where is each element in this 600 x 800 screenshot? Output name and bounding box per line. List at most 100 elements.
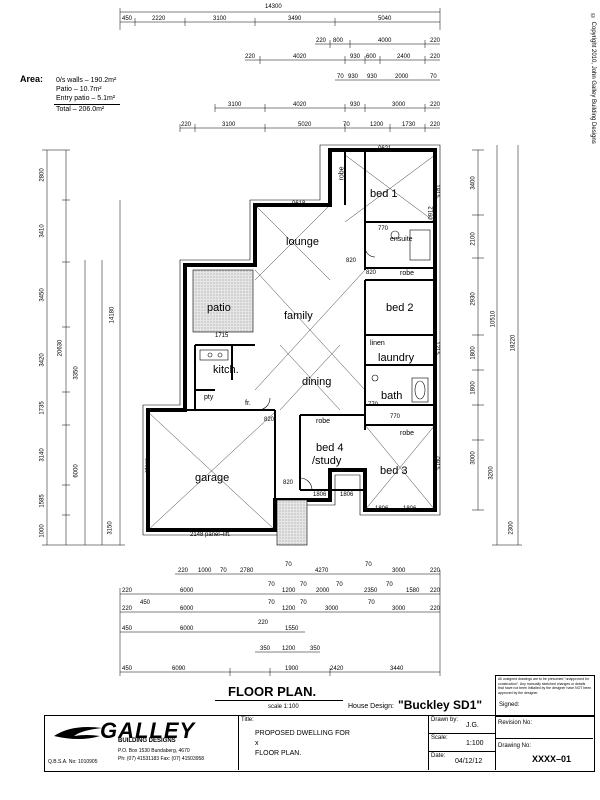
room-store: store [144,457,152,474]
dim-left: 6000 [73,464,80,478]
dim-top: 220 [430,122,441,128]
title-block-divider [238,715,239,770]
revision-label: Revision No: [498,720,533,726]
dim-right: 1800 [470,346,477,360]
dim-right: 10510 [490,310,497,328]
drawing-no-label: Drawing No: [498,743,532,749]
dim-left: 3350 [73,366,80,380]
dim-bottom: 2420 [330,666,344,672]
dim-bottom: 3440 [390,666,404,672]
company-address: P.O. Box 1530 Bundaberg, 4670 [118,748,190,754]
drawing-no-value: XXXX–01 [532,754,572,764]
room-fridge: fr. [245,400,251,407]
room-bed3: bed 3 [380,465,408,477]
dim-bottom: 1200 [282,646,296,652]
dim-bottom: 6000 [180,588,194,594]
dim-top: 1200 [370,122,384,128]
area-divider [54,104,120,105]
dim-bottom: 70 [368,600,375,606]
dim-bottom: 2780 [240,568,254,574]
dim-bottom: 1200 [282,606,296,612]
dim-bottom: 220 [122,588,133,594]
dim-bottom: 6090 [172,666,186,672]
dim-right: 2930 [470,292,477,306]
room-garage: garage [195,472,230,484]
dim-right: 3000 [470,451,477,465]
dim-bottom: 220 [258,620,269,626]
dim-inner: 770 [378,226,389,232]
dim-inner: 1215 [433,341,440,355]
area-line-entry: Entry patio – 5.1m² [56,95,116,102]
room-robe-bed4: robe [316,418,331,425]
dim-inner: 1806 [403,506,417,512]
dim-bottom: 220 [178,568,189,574]
patio-hatch [192,269,254,333]
dim-top: 4020 [293,102,307,108]
dim-bottom: 450 [122,666,133,672]
dim-bottom: 70 [268,582,275,588]
dim-inner: 770 [390,414,401,420]
plan-scale: scale 1:100 [268,704,299,710]
area-title: Area: [20,74,44,84]
dim-bottom: 70 [268,600,275,606]
dim-inner: 0912 [428,206,435,220]
date-label: Date: [431,753,446,759]
copyright-note: © Copyright 2010, John Galley Building D… [590,14,596,144]
dim-bottom: 1200 [282,588,296,594]
dim-right: 3200 [488,466,495,480]
area-line-walls: 0/s walls – 190.2m² [56,77,117,84]
dim-top: 220 [245,54,256,60]
dim-inner: 1806 [313,492,327,498]
fixtures [199,229,431,491]
house-design-name: "Buckley SD1" [398,698,483,712]
drawn-by-value: J.G. [466,722,479,729]
dim-right: 3400 [470,176,477,190]
dim-top: 2000 [395,74,409,80]
dim-bottom: 220 [430,606,441,612]
dim-top-total: 14300 [265,4,282,10]
dim-left-total: 20630 [57,339,64,357]
dim-bottom: 4270 [315,568,329,574]
dim-left: 14180 [109,306,116,324]
qbsa-number: Q.B.S.A. No: 1010905 [48,759,98,765]
dim-top: 2400 [397,54,411,60]
dim-top: 70 [343,122,350,128]
dim-top: 220 [181,122,192,128]
dim-inner: 820 [264,417,275,423]
title-line-3: FLOOR PLAN. [255,750,302,757]
dim-bottom: 70 [300,600,307,606]
title-block-divider [428,715,429,770]
plan-title-underline [215,700,343,701]
dim-inner: 1815 [433,184,440,198]
dim-right-total: 18220 [510,334,517,352]
dim-left: 1000 [39,524,46,538]
dim-bottom: 70 [336,582,343,588]
dim-bottom: 3000 [392,568,406,574]
dim-top: 3100 [222,122,236,128]
ceiling-diagonals [147,154,436,531]
company-logo-icon [54,727,102,739]
title-line-1: PROPOSED DWELLING FOR [255,730,350,737]
dim-top: 930 [350,102,361,108]
dim-bottom: 1000 [198,568,212,574]
title-label: Title: [241,717,254,723]
room-pantry: pty [204,394,214,401]
dim-left: 3140 [39,448,46,462]
interior-walls [185,150,435,500]
dim-bottom: 6000 [180,626,194,632]
disclaimer-text: All unsigned drawings are to be presumed… [498,677,592,695]
dim-right: 2300 [508,521,515,535]
dim-inner: 820 [366,270,377,276]
dim-top: 930 [348,74,359,80]
title-block-divider [495,715,496,770]
dim-bottom: 70 [220,568,227,574]
dim-bottom: 350 [310,646,321,652]
company-name: GALLEY [100,718,196,743]
dim-top: 220 [430,54,441,60]
dim-top: 4020 [293,54,307,60]
scale-label: Scale: [431,735,448,741]
scale-value: 1:100 [466,740,484,747]
dim-bottom: 220 [430,588,441,594]
top-dimension-lines [120,11,440,129]
